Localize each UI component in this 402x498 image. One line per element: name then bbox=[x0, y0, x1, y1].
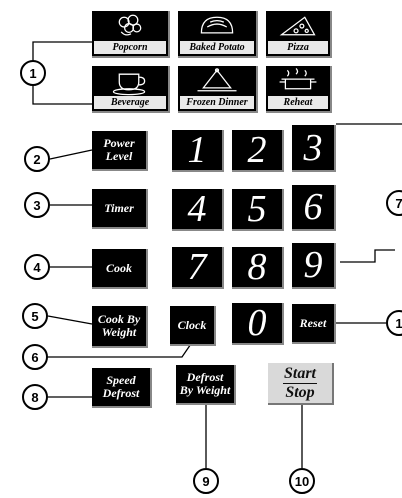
baked-potato-icon bbox=[200, 16, 234, 34]
callout-9: 9 bbox=[193, 468, 219, 494]
digit-1-button[interactable]: 1 bbox=[172, 129, 224, 172]
pizza-slice-icon bbox=[279, 16, 316, 36]
leader-5 bbox=[47, 315, 93, 325]
pizza-key[interactable]: Pizza bbox=[266, 11, 332, 58]
leader-7b bbox=[340, 249, 395, 263]
digit-0-button[interactable]: 0 bbox=[232, 302, 284, 345]
callout-8: 8 bbox=[22, 384, 48, 410]
digit-5-button[interactable]: 5 bbox=[232, 188, 284, 231]
callout-2: 2 bbox=[24, 146, 50, 172]
food-key-label: Reheat bbox=[268, 96, 328, 109]
callout-10: 10 bbox=[289, 468, 315, 494]
speed-defrost-button[interactable]: Speed Defrost bbox=[92, 368, 152, 408]
beverage-cup-icon bbox=[112, 73, 146, 96]
cook-button[interactable]: Cook bbox=[92, 249, 148, 289]
callout-5: 5 bbox=[22, 303, 48, 329]
stop-label: Stop bbox=[285, 383, 315, 401]
reheat-pot-icon bbox=[279, 67, 317, 90]
frozen-dinner-key[interactable]: Frozen Dinner bbox=[178, 66, 258, 113]
food-key-label: Frozen Dinner bbox=[180, 96, 254, 109]
callout-6: 6 bbox=[22, 344, 48, 370]
callout-1: 1 bbox=[20, 60, 46, 86]
digit-2-button[interactable]: 2 bbox=[232, 129, 284, 172]
power-level-button[interactable]: Power Level bbox=[92, 131, 148, 171]
clock-button[interactable]: Clock bbox=[170, 306, 216, 346]
popcorn-icon bbox=[118, 14, 142, 36]
defrost-by-weight-button[interactable]: Defrost By Weight bbox=[176, 365, 236, 405]
digit-3-button[interactable]: 3 bbox=[292, 125, 336, 172]
frozen-dinner-cloche-icon bbox=[197, 68, 237, 92]
callout-7: 7 bbox=[386, 190, 402, 216]
digit-7-button[interactable]: 7 bbox=[172, 246, 224, 289]
reheat-key[interactable]: Reheat bbox=[266, 66, 332, 113]
food-key-label: Popcorn bbox=[94, 41, 166, 54]
cook-by-weight-button[interactable]: Cook By Weight bbox=[92, 306, 148, 348]
start-stop-divider bbox=[283, 382, 317, 384]
digit-6-button[interactable]: 6 bbox=[292, 185, 336, 231]
callout-11: 1 bbox=[386, 310, 402, 336]
food-key-label: Baked Potato bbox=[180, 41, 254, 54]
food-key-label: Beverage bbox=[94, 96, 166, 109]
callout-4: 4 bbox=[24, 254, 50, 280]
baked-potato-key[interactable]: Baked Potato bbox=[178, 11, 258, 58]
timer-button[interactable]: Timer bbox=[92, 189, 148, 229]
start-stop-button[interactable]: Start Stop bbox=[268, 363, 334, 405]
digit-8-button[interactable]: 8 bbox=[232, 246, 284, 289]
digit-4-button[interactable]: 4 bbox=[172, 188, 224, 231]
leader-2 bbox=[49, 149, 93, 160]
popcorn-key[interactable]: Popcorn bbox=[92, 11, 170, 58]
callout-3: 3 bbox=[24, 192, 50, 218]
food-key-label: Pizza bbox=[268, 41, 328, 54]
digit-9-button[interactable]: 9 bbox=[292, 243, 336, 289]
start-label: Start bbox=[283, 364, 316, 382]
reset-button[interactable]: Reset bbox=[292, 304, 336, 344]
beverage-key[interactable]: Beverage bbox=[92, 66, 170, 113]
